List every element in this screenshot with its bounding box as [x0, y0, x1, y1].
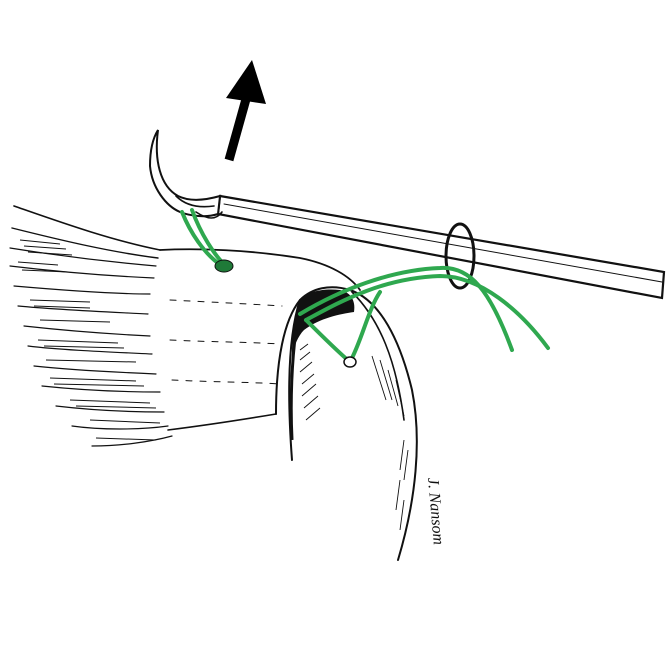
muscle-fibers [9, 205, 173, 447]
arrow-up-icon [224, 60, 266, 162]
suture-threads [180, 208, 550, 368]
artist-signature: J. Nansom [424, 477, 447, 546]
hook-instrument-icon [148, 129, 666, 300]
svg-text:J. Nansom: J. Nansom [424, 477, 447, 546]
tendon-flap [159, 248, 361, 431]
curved-structure [275, 286, 418, 561]
